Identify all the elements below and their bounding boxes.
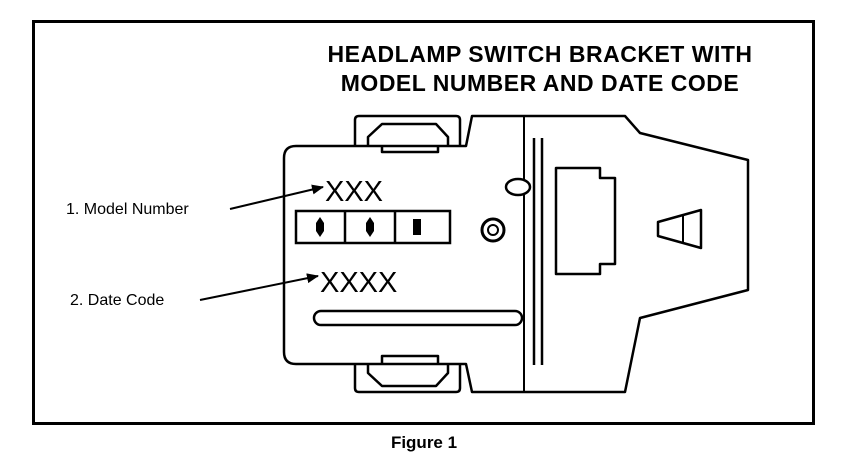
model-number-label: 1. Model Number: [66, 201, 189, 218]
diagram-frame: [32, 20, 815, 425]
switch-window: [294, 209, 452, 245]
model-number-arrow: [229, 184, 324, 210]
switch-indicator-3: [413, 219, 421, 235]
round-hole-outer: [480, 217, 506, 243]
bracket-body: [282, 114, 750, 394]
date-code-label: 2. Date Code: [70, 292, 165, 309]
date-code-arrow: [199, 273, 319, 301]
top-clip: [353, 114, 462, 154]
switch-indicator-2: [366, 217, 374, 237]
title-line-1: HEADLAMP SWITCH BRACKET WITH: [327, 41, 753, 67]
model-number-mark: XXX: [325, 176, 383, 208]
long-slot: [312, 309, 524, 327]
date-code-mark: XXXX: [320, 267, 397, 299]
figure-caption: Figure 1: [390, 433, 458, 452]
switch-indicator-1: [316, 217, 324, 237]
rect-cutout: [554, 166, 617, 276]
diagram-title: HEADLAMP SWITCH BRACKET WITH MODEL NUMBE…: [290, 40, 790, 98]
round-hole-inner: [487, 224, 499, 236]
title-line-2: MODEL NUMBER AND DATE CODE: [340, 70, 740, 96]
upper-slot: [504, 177, 532, 197]
trapezoid-window: [656, 208, 703, 250]
bottom-clip: [353, 354, 462, 394]
